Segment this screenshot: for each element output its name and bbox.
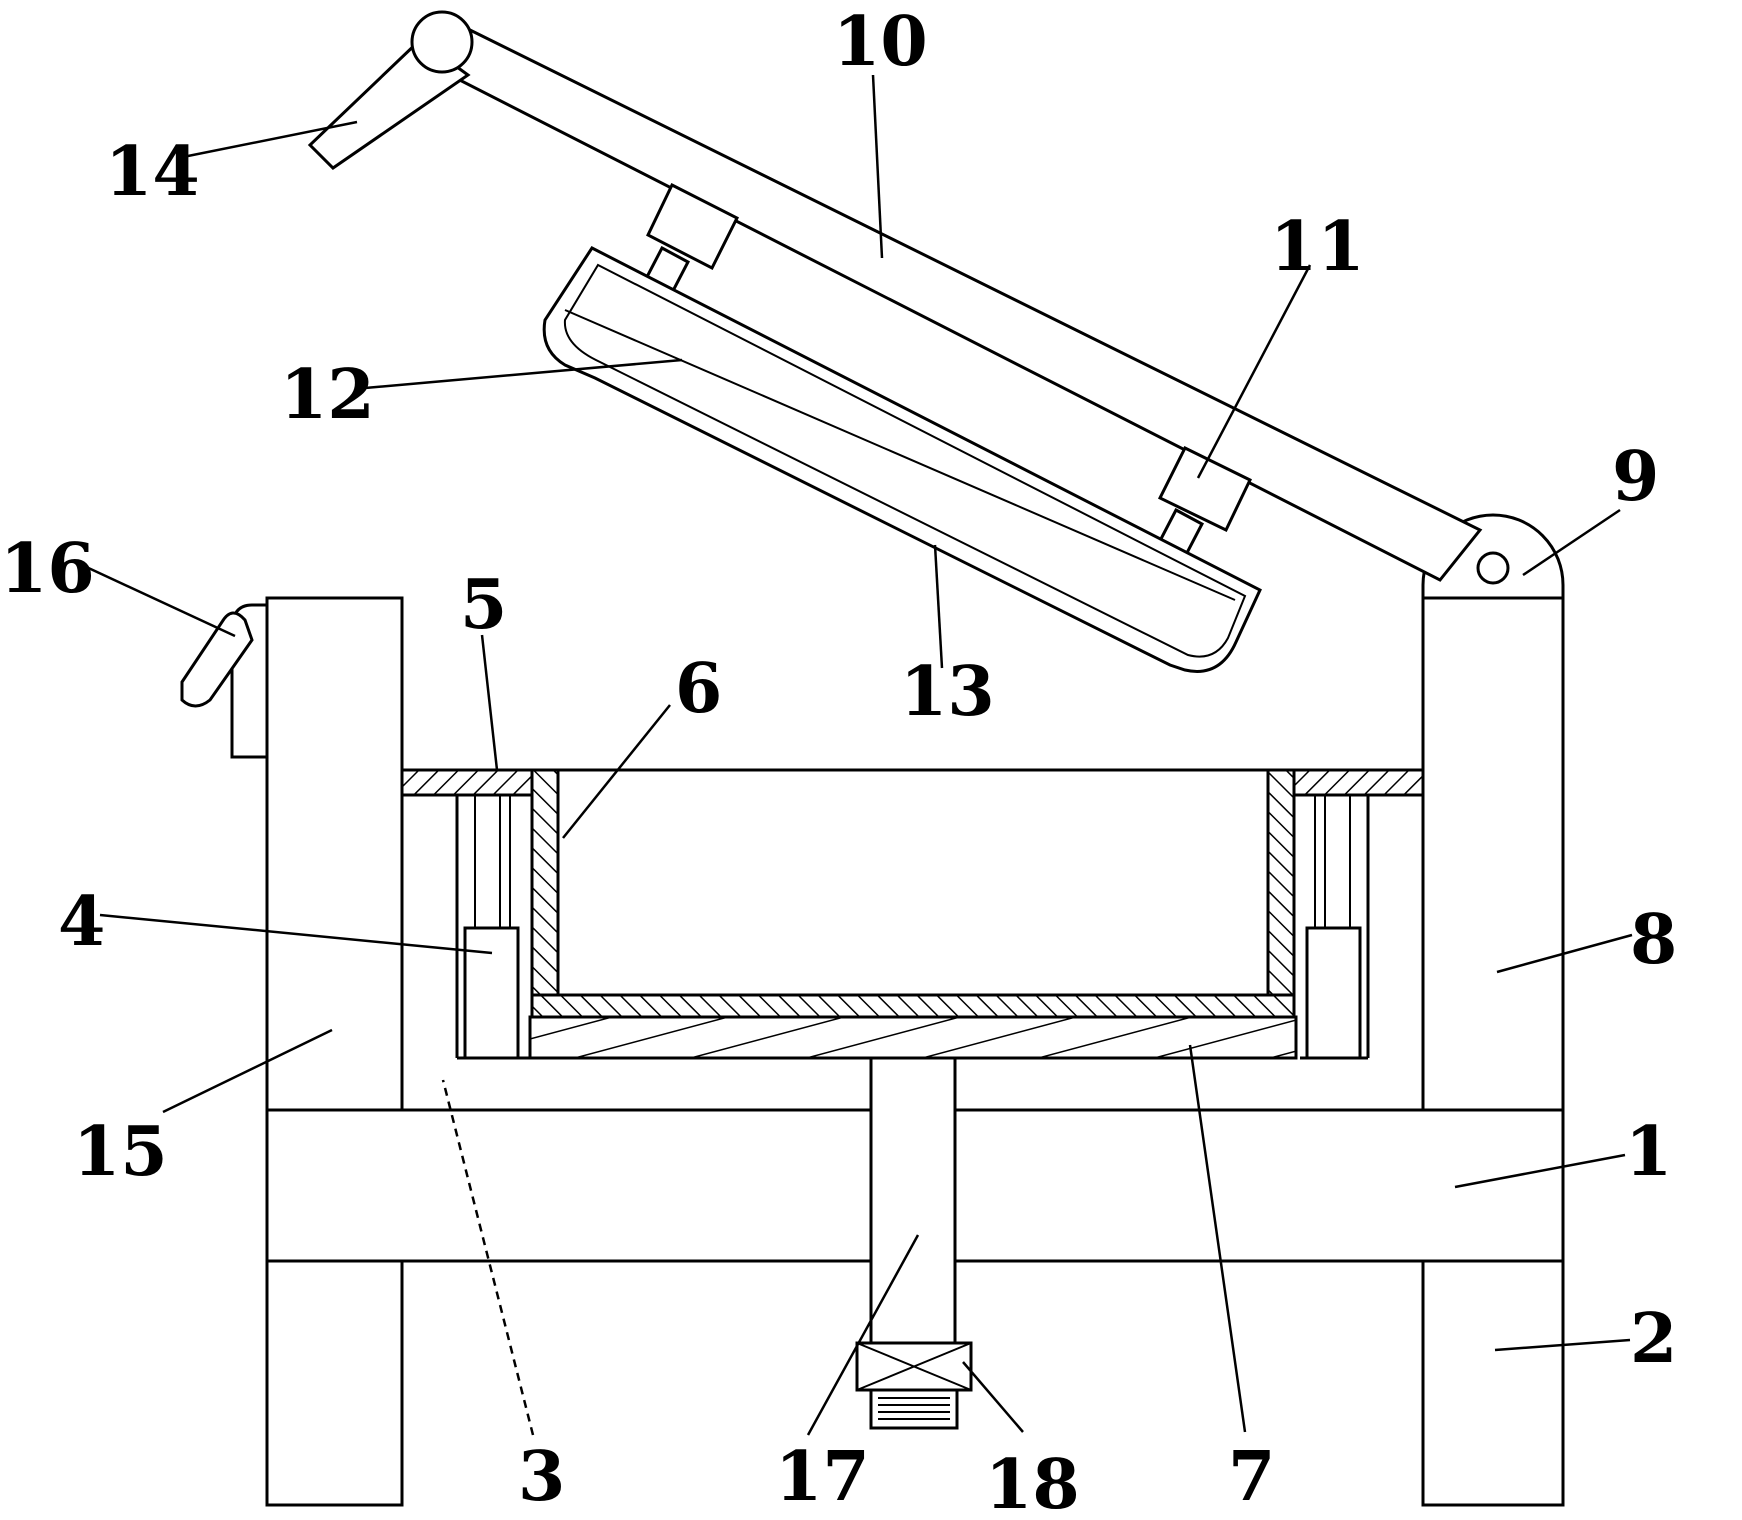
label-18: 18 bbox=[985, 1445, 1080, 1520]
leader-9 bbox=[1522, 508, 1621, 577]
leader-6 bbox=[562, 704, 671, 839]
leader-2 bbox=[1494, 1338, 1631, 1352]
label-11: 11 bbox=[1270, 207, 1365, 287]
press-pad bbox=[563, 263, 1247, 658]
leader-18 bbox=[962, 1361, 1024, 1433]
leader-14 bbox=[177, 120, 358, 160]
liner-bottom bbox=[530, 993, 1296, 1019]
leader-8 bbox=[1496, 933, 1633, 974]
leader-7 bbox=[1188, 1044, 1247, 1433]
leader-11 bbox=[1196, 264, 1312, 479]
drain-outlet bbox=[869, 1388, 959, 1430]
liner-right-wall bbox=[1266, 768, 1296, 1017]
side-handle bbox=[180, 603, 269, 759]
label-5: 5 bbox=[460, 565, 507, 645]
hinge-pin bbox=[1476, 551, 1510, 585]
heating-plate bbox=[528, 1015, 1298, 1060]
liner-left-wall bbox=[530, 768, 560, 1017]
lift-cylinder-right bbox=[1305, 926, 1362, 1060]
lift-cylinder-left bbox=[463, 926, 520, 1060]
label-7: 7 bbox=[1228, 1437, 1275, 1517]
leader-13 bbox=[933, 544, 944, 669]
label-14: 14 bbox=[105, 132, 200, 212]
label-2: 2 bbox=[1630, 1299, 1677, 1379]
label-8: 8 bbox=[1630, 900, 1677, 980]
label-16: 16 bbox=[0, 529, 95, 609]
leader-1 bbox=[1454, 1153, 1626, 1189]
top-plate-left bbox=[400, 768, 534, 797]
label-17: 17 bbox=[775, 1437, 870, 1517]
label-9: 9 bbox=[1612, 437, 1659, 517]
leader-12 bbox=[364, 358, 683, 390]
left-leg bbox=[265, 1259, 404, 1507]
label-13: 13 bbox=[900, 652, 995, 732]
lid-arm-assembly bbox=[307, 10, 1483, 673]
top-plate-right bbox=[1291, 768, 1425, 797]
label-4: 4 bbox=[58, 882, 105, 962]
leader-17 bbox=[806, 1234, 920, 1436]
label-6: 6 bbox=[675, 649, 722, 729]
leader-4 bbox=[99, 913, 493, 955]
label-15: 15 bbox=[73, 1112, 168, 1192]
label-12: 12 bbox=[280, 355, 375, 435]
press-plate bbox=[542, 246, 1262, 673]
leader-5 bbox=[480, 634, 499, 771]
label-3: 3 bbox=[518, 1437, 565, 1517]
right-column bbox=[1421, 596, 1565, 1112]
leader-3 bbox=[441, 1079, 535, 1436]
label-1: 1 bbox=[1625, 1112, 1672, 1192]
label-10: 10 bbox=[833, 2, 928, 82]
leader-15 bbox=[162, 1028, 333, 1114]
leader-10 bbox=[871, 74, 884, 259]
leader-16 bbox=[81, 563, 236, 638]
drain-pipe bbox=[869, 1056, 957, 1345]
arm-joint bbox=[410, 10, 474, 74]
container-assembly bbox=[400, 768, 1425, 1060]
left-column bbox=[265, 596, 404, 1112]
leader-lines bbox=[81, 74, 1633, 1436]
reference-numerals: 10 14 11 12 9 16 13 5 6 4 8 15 3 1 2 17 … bbox=[0, 2, 1677, 1520]
right-leg bbox=[1421, 1259, 1565, 1507]
